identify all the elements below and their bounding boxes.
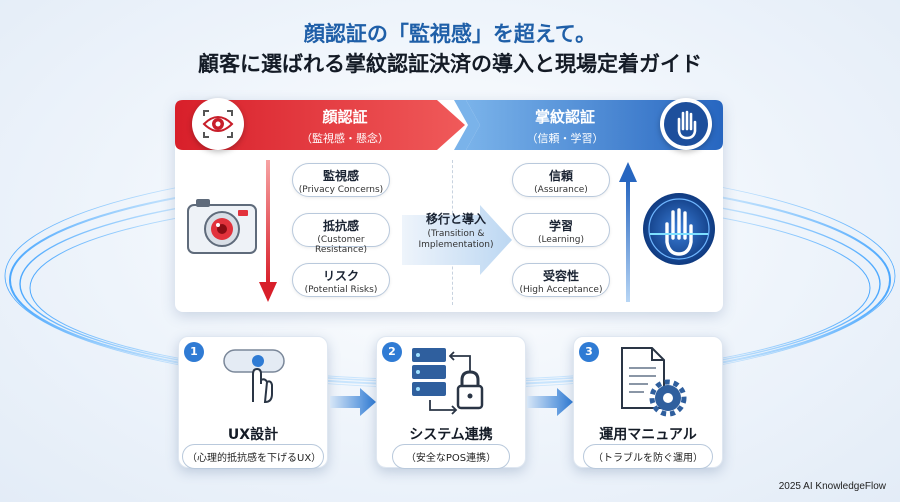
learning-pill: 学習 (Learning)	[512, 213, 610, 247]
privacy-concerns-pill: 監視感 (Privacy Concerns)	[292, 163, 390, 197]
down-arrow-icon	[259, 160, 277, 302]
step-title-manual: 運用マニュアル	[599, 427, 697, 443]
customer-resistance-pill: 抵抗感 (Customer Resistance)	[292, 213, 390, 255]
step-title-ux: UX設計	[227, 427, 279, 443]
step-sub-system-pill: （安全なPOS連携）	[392, 444, 510, 469]
up-arrow-icon	[619, 162, 637, 302]
step-sub-ux-pill: （心理的抵抗感を下げるUX）	[182, 444, 324, 469]
face-auth-banner	[175, 100, 465, 150]
hand-icon	[660, 98, 712, 150]
step-sub-system: （安全なPOS連携）	[405, 453, 497, 464]
touch-button-icon	[223, 349, 285, 404]
camera-icon	[187, 199, 257, 254]
step-sub-ux: （心理的抵抗感を下げるUX）	[187, 453, 322, 464]
credit-text: 2025 AI KnowledgeFlow	[778, 481, 886, 492]
eye-icon	[192, 98, 244, 150]
step-arrow-2	[527, 388, 573, 416]
palm-auth-label: 掌紋認証 （信頼・学習）	[526, 108, 604, 145]
transition-label: 移行と導入 (Transition & Implementation)	[418, 212, 494, 250]
step-number-3: 3	[579, 342, 599, 362]
step-sub-manual: （トラブルを防ぐ運用）	[593, 453, 703, 464]
high-acceptance-pill: 受容性 (High Acceptance)	[512, 263, 610, 297]
transition-arrow-icon	[402, 205, 512, 275]
step-sub-manual-pill: （トラブルを防ぐ運用）	[583, 444, 713, 469]
chevron-divider-icon	[454, 100, 480, 150]
palm-auth-banner	[466, 100, 723, 150]
step-arrow-1	[330, 388, 376, 416]
palm-scanner-icon	[643, 193, 715, 265]
title-line-1: 顔認証の「監視感」を超えて。	[303, 22, 597, 46]
potential-risks-pill: リスク (Potential Risks)	[292, 263, 390, 297]
face-auth-label: 顔認証 （監視感・懸念）	[301, 108, 389, 145]
step-title-system: システム連携	[409, 427, 493, 443]
step-number-1: 1	[184, 342, 204, 362]
document-gear-icon	[621, 347, 687, 417]
step-number-2: 2	[382, 342, 402, 362]
assurance-pill: 信頼 (Assurance)	[512, 163, 610, 197]
title-line-2: 顧客に選ばれる掌紋認証決済の導入と現場定着ガイド	[198, 52, 702, 76]
server-lock-icon	[412, 348, 484, 415]
